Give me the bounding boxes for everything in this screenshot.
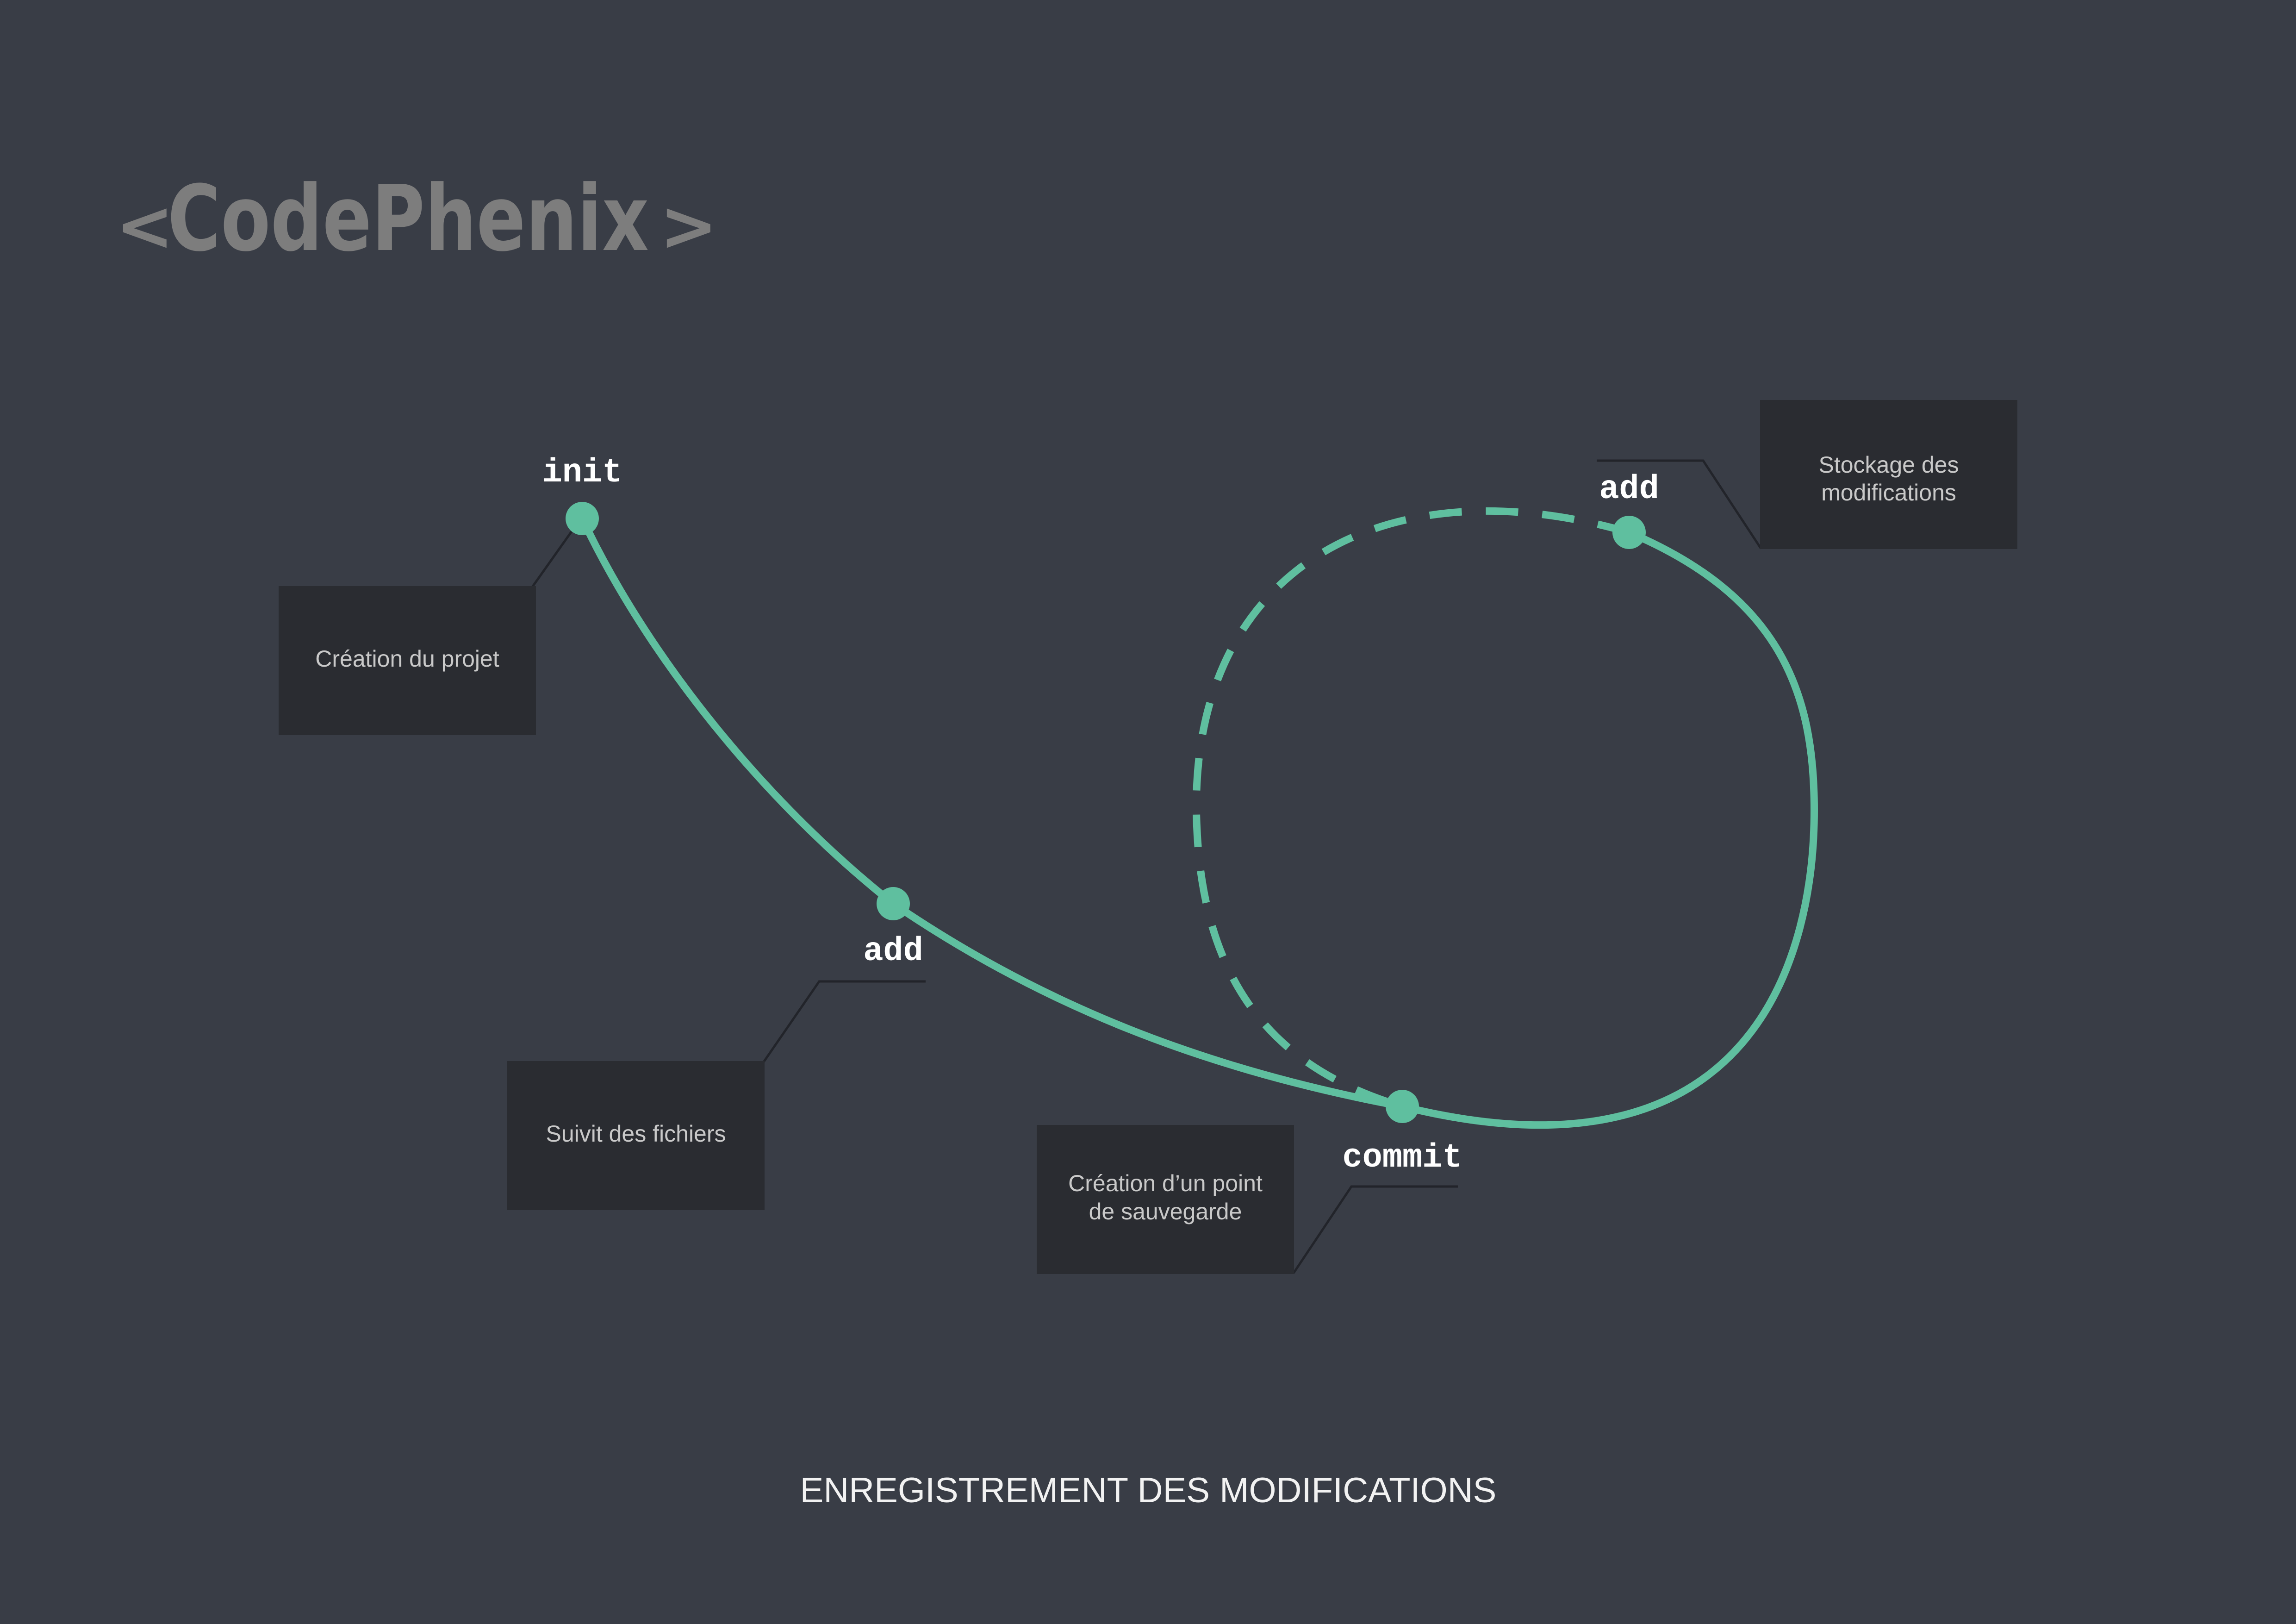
path-loop-return-dashed (1192, 507, 1630, 1110)
node-commit-label: commit (1342, 1139, 1462, 1177)
node-init-label: init (542, 454, 622, 492)
connector-commit (1292, 1185, 1458, 1274)
brand-logo: < CodePhenix > (116, 166, 718, 272)
note-init-line-1: Création du projet (315, 646, 499, 672)
note-init-box (279, 586, 536, 735)
connector-init (531, 531, 573, 588)
footer-caption: ENREGISTREMENT DES MODIFICATIONS (800, 1471, 1497, 1510)
node-add-2-circle-icon (1612, 516, 1646, 549)
path-add-to-commit (890, 900, 1406, 1110)
note-commit-line-2: de sauvegarde (1089, 1199, 1242, 1224)
note-commit-line-1: Création d’un point (1068, 1170, 1263, 1196)
node-add-2-label: add (1599, 470, 1659, 508)
connectors (531, 459, 1762, 1274)
note-add-2-line-2: modifications (1821, 480, 1956, 506)
node-commit-circle-icon (1386, 1090, 1419, 1123)
note-init: Création du projet (279, 586, 536, 735)
note-add-1: Suivit des fichiers (507, 1061, 765, 1210)
logo-left-bracket: < (116, 186, 174, 267)
connector-add-1 (762, 980, 926, 1063)
node-markers (566, 502, 1646, 1123)
node-add-1-label: add (863, 932, 923, 970)
workflow-paths (579, 507, 1818, 1129)
note-add-1-box (507, 1061, 765, 1210)
note-add-2-box (1760, 400, 2017, 549)
note-add-2: Stockage des modifications (1760, 400, 2017, 549)
note-add-1-line-1: Suivit des fichiers (546, 1121, 726, 1147)
note-commit-box (1037, 1125, 1294, 1274)
note-add-2-line-1: Stockage des (1819, 452, 1959, 478)
node-add-1-circle-icon (877, 887, 910, 920)
node-init-circle-icon (566, 502, 599, 535)
path-commit-loop (1399, 529, 1818, 1129)
path-init-to-add (579, 515, 897, 907)
logo-name: CodePhenix (168, 166, 649, 272)
connector-add-2 (1597, 459, 1762, 550)
logo-right-bracket: > (660, 186, 718, 267)
note-commit: Création d’un point de sauvegarde (1037, 1125, 1294, 1274)
